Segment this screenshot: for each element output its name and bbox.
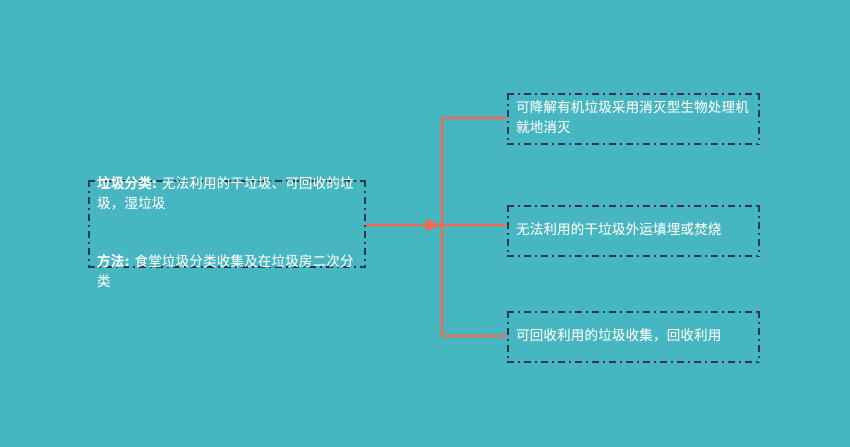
node-source-text: 垃圾分类: 无法利用的干垃圾、可回收的垃圾，湿垃圾 方法: 食堂垃圾分类收集及在…	[88, 136, 366, 312]
node-source-label-2: 方法:	[97, 254, 130, 271]
node-source[interactable]: 垃圾分类: 无法利用的干垃圾、可回收的垃圾，湿垃圾 方法: 食堂垃圾分类收集及在…	[88, 176, 366, 290]
node-branch-2-text: 可回收利用的垃圾收集，回收利用	[516, 328, 722, 345]
connector-arrowhead-icon	[426, 218, 441, 232]
node-source-body-2: 食堂垃圾分类收集及在垃圾房二次分类	[97, 254, 354, 290]
node-branch-0-text: 可降解有机垃圾采用消灭型生物处理机就地消灭	[516, 100, 749, 136]
node-branch-2[interactable]: 可回收利用的垃圾收集，回收利用	[507, 311, 760, 363]
node-branch-1-text: 无法利用的干垃圾外运填埋或焚烧	[516, 222, 722, 239]
node-branch-1[interactable]: 无法利用的干垃圾外运填埋或焚烧	[507, 205, 760, 257]
node-source-label-1: 垃圾分类:	[97, 176, 158, 193]
node-source-body-1: 无法利用的干垃圾、可回收的垃圾，湿垃圾	[97, 176, 354, 212]
node-branch-0[interactable]: 可降解有机垃圾采用消灭型生物处理机就地消灭	[507, 93, 760, 145]
